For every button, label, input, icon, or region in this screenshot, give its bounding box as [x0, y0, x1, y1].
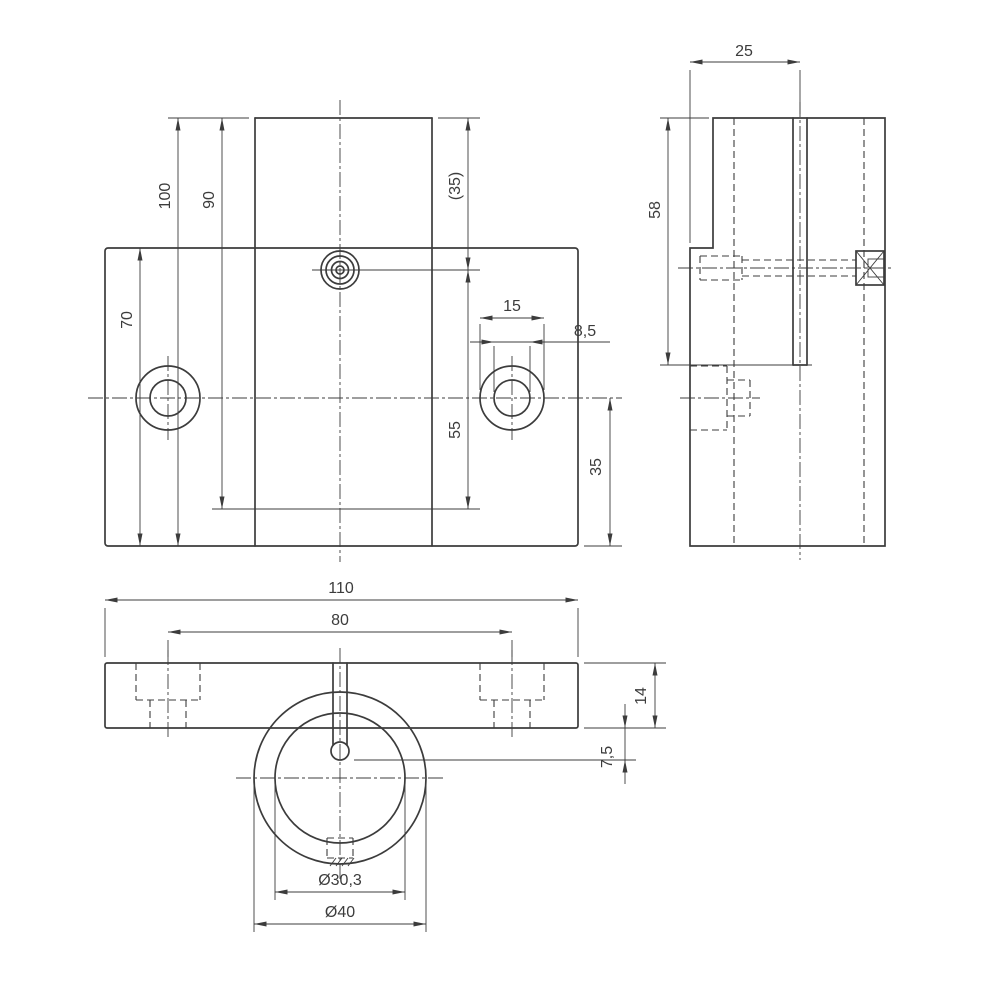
dim-label-90: 90 [201, 191, 218, 209]
dim-70: 70 [119, 248, 143, 546]
side-view-outline [689, 117, 886, 547]
dim-25: 25 [690, 43, 800, 65]
dim-35: 35 [588, 398, 613, 546]
dim-7-5: 7,5 [599, 704, 628, 784]
clamp-screw-side [699, 250, 885, 286]
bottom-view-centerlines [167, 648, 513, 880]
dim-label-55: 55 [447, 421, 464, 439]
front-view-centerlines [88, 100, 622, 562]
mounting-hole-right [479, 365, 545, 431]
mounting-hole-left [135, 365, 201, 431]
plate-outline [104, 247, 579, 547]
dim-55: 55 [447, 270, 471, 509]
dim-label-8-5: 8,5 [574, 323, 596, 340]
side-view-centerlines [678, 102, 893, 560]
dim-90: 90 [201, 118, 225, 509]
dim-label-7-5: 7,5 [599, 746, 616, 768]
mounting-hole-hidden-side [690, 365, 751, 431]
dim-bore-diameter: Ø30,3 [275, 872, 405, 895]
shaft-ring [253, 662, 427, 865]
front-view: 100 90 70 (35) 55 15 8,5 [88, 100, 622, 562]
counterbore-hidden-left [135, 663, 201, 728]
dim-label-58: 58 [647, 201, 664, 219]
bore-hidden-lines [733, 118, 865, 546]
bottom-view: 110 80 14 7,5 Ø30,3 Ø40 [104, 580, 666, 932]
dim-100: 100 [157, 118, 181, 546]
dim-label-ring-outer-diameter: Ø40 [325, 904, 355, 921]
dim-label-100: 100 [157, 183, 174, 210]
dim-label-80: 80 [331, 612, 349, 629]
tube-block-outline [254, 117, 433, 547]
dim-label-110: 110 [328, 580, 354, 597]
ring-bore-circle [274, 712, 406, 844]
dim-80: 80 [168, 612, 512, 635]
dim-label-35: 35 [588, 458, 605, 476]
counterbore-hidden-right [479, 663, 545, 728]
ring-outer-circle [253, 691, 427, 865]
dim-label-35-ref: (35) [447, 172, 464, 200]
bottom-view-extension-lines [104, 608, 666, 932]
dim-58: 58 [647, 118, 671, 365]
dim-110: 110 [105, 580, 578, 603]
dim-label-25: 25 [735, 43, 753, 60]
dim-label-bore-diameter: Ø30,3 [318, 872, 362, 889]
dim-ring-outer-diameter: Ø40 [254, 904, 426, 927]
dim-35-ref: (35) [447, 118, 471, 270]
dim-15: 15 [480, 298, 544, 321]
side-view-extension-lines [660, 70, 812, 366]
side-view: 25 58 [647, 43, 893, 560]
dim-label-14: 14 [633, 687, 650, 705]
dim-8-5: 8,5 [470, 323, 610, 345]
dim-label-15: 15 [503, 298, 521, 315]
front-view-extension-lines [168, 117, 622, 547]
slit-relief-hole [330, 741, 350, 761]
plate-front-outline [104, 662, 579, 729]
dim-14: 14 [633, 663, 658, 728]
clamp-screw-hidden-bottom [326, 837, 355, 867]
dim-label-70: 70 [119, 311, 136, 329]
